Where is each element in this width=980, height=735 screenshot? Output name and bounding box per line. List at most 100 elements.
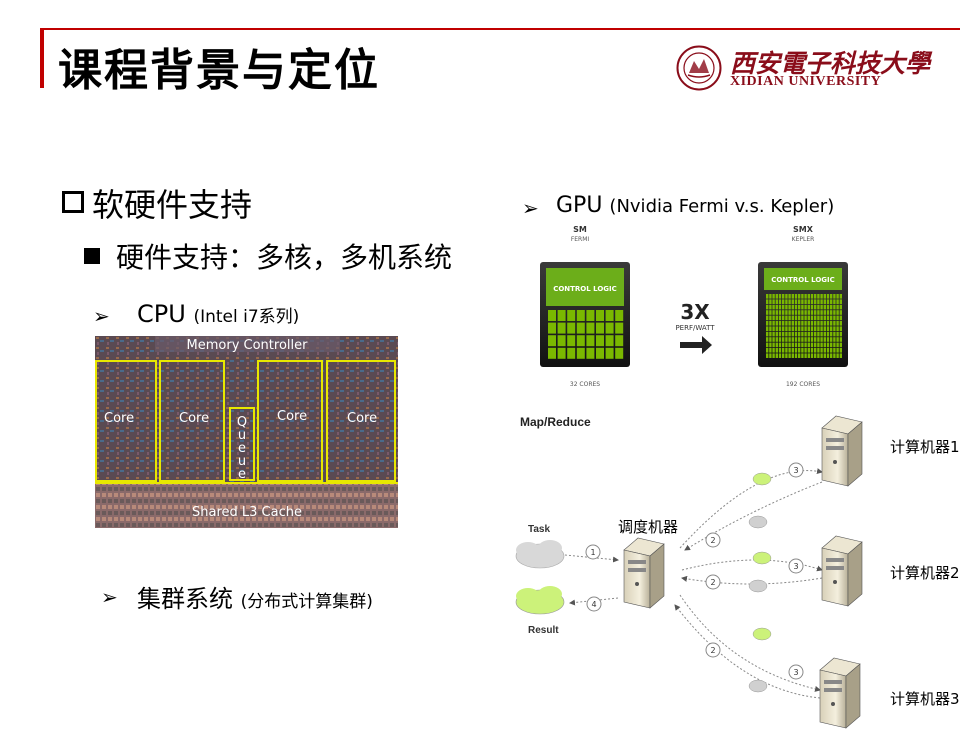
gpu-core-cell (814, 342, 817, 348)
gpu-core-cell (788, 304, 791, 310)
perf-watt-label: PERF/WATT (675, 324, 715, 332)
gpu-core-cell (794, 294, 798, 299)
fermi-cores-label: 32 CORES (570, 381, 600, 388)
gpu-core-cell (836, 353, 839, 358)
gpu-core-cell (833, 348, 836, 353)
gpu-core-cell (814, 304, 817, 310)
shared-cache-label: Shared L3 Cache (192, 505, 302, 520)
gpu-core-cell (814, 326, 817, 331)
gpu-core-cell (833, 326, 836, 331)
scheduler-label: 调度机器 (618, 518, 678, 536)
step-3-label-c: 3 (793, 668, 798, 677)
gpu-core-cell (836, 294, 839, 299)
gpu-core-cell (798, 310, 801, 315)
gpu-core-cell (794, 321, 798, 326)
gpu-core-cell (810, 321, 814, 326)
gpu-core-cell (820, 342, 823, 348)
gpu-core-cell (807, 315, 810, 321)
gpu-core-cell (817, 342, 820, 348)
gpu-core-cell (788, 294, 791, 299)
gpu-core-cell (782, 348, 785, 353)
gpu-core-cell (810, 299, 814, 304)
gpu-core-cell (785, 304, 788, 310)
gpu-core-cell (814, 310, 817, 315)
gpu-core-cell (775, 331, 778, 337)
step-4-label: 4 (591, 600, 596, 609)
gpu-core-cell (782, 304, 785, 310)
transfer-clouds (748, 472, 772, 693)
gpu-core-cell (830, 337, 833, 342)
gpu-core-cell (830, 331, 833, 337)
gpu-core-cell (788, 331, 791, 337)
queue-letter-4: u (238, 454, 246, 469)
gpu-core-cell (810, 310, 814, 315)
gpu-core-cell (836, 315, 839, 321)
gpu-core-cell (830, 310, 833, 315)
gpu-core-cell (778, 342, 782, 348)
gpu-core-cell (833, 331, 836, 337)
gpu-core-cell (791, 321, 794, 326)
gpu-core-cell (814, 294, 817, 299)
gpu-comparison-diagram: SM FERMI SMX KEPLER CONTROL LOGIC CONTRO… (540, 225, 848, 388)
gpu-core-cell (782, 337, 785, 342)
gpu-core-cell (798, 315, 801, 321)
gpu-core-cell (785, 348, 788, 353)
gpu-core-cell (839, 331, 842, 337)
gpu-core-cell (801, 315, 804, 321)
gpu-core-cell (839, 321, 842, 326)
gpu-core-cell (791, 299, 794, 304)
gpu-core-cell (820, 310, 823, 315)
gpu-core-cell (596, 347, 604, 359)
bullet-software-hardware: 软硬件支持 (92, 186, 253, 224)
gpu-core-cell (766, 310, 769, 315)
gpu-core-cell (605, 347, 614, 359)
gpu-core-cell (836, 304, 839, 310)
compute-server-3-icon (819, 657, 861, 729)
task-cloud-icon (515, 540, 565, 569)
gpu-core-cell (830, 342, 833, 348)
page-title: 课程背景与定位 (58, 45, 380, 96)
gpu-core-cell (769, 342, 772, 348)
gpu-core-cell (794, 299, 798, 304)
gpu-core-cell (807, 299, 810, 304)
mapreduce-diagram: Map/Reduce 1 4 2 2 2 3 3 3 (515, 415, 960, 729)
gpu-core-cell (810, 326, 814, 331)
gpu-core-cell (826, 304, 830, 310)
university-name-cn: 西安電子科技大學 (730, 49, 931, 78)
gpu-core-cell (798, 294, 801, 299)
gpu-core-cell (823, 342, 826, 348)
gpu-core-cell (833, 353, 836, 358)
gpu-core-cell (807, 321, 810, 326)
gpu-core-cell (830, 326, 833, 331)
gpu-core-cell (769, 337, 772, 342)
gpu-core-cell (576, 322, 585, 334)
gpu-core-cell (596, 310, 604, 321)
gpu-core-cell (794, 353, 798, 358)
gpu-core-cell (820, 299, 823, 304)
bullet-cpu-detail: (Intel i7系列) (193, 307, 300, 327)
gpu-core-cell (769, 331, 772, 337)
gpu-core-cell (839, 315, 842, 321)
gpu-core-cell (826, 331, 830, 337)
gpu-core-cell (830, 304, 833, 310)
gpu-core-cell (823, 348, 826, 353)
gpu-core-cell (567, 347, 576, 359)
fermi-core-grid (548, 310, 624, 359)
gpu-core-cell (801, 304, 804, 310)
gpu-core-cell (605, 322, 614, 334)
gpu-core-cell (778, 337, 782, 342)
gpu-core-cell (785, 342, 788, 348)
gpu-core-cell (839, 310, 842, 315)
gpu-core-cell (807, 337, 810, 342)
gpu-core-cell (817, 331, 820, 337)
gpu-core-cell (830, 294, 833, 299)
gpu-core-cell (772, 337, 775, 342)
gpu-core-cell (823, 294, 826, 299)
gpu-core-cell (817, 353, 820, 358)
gpu-core-cell (557, 322, 566, 334)
gpu-core-cell (823, 331, 826, 337)
gpu-core-cell (807, 331, 810, 337)
gpu-core-cell (791, 326, 794, 331)
gpu-core-cell (778, 331, 782, 337)
compute-server-2-icon (821, 535, 863, 607)
